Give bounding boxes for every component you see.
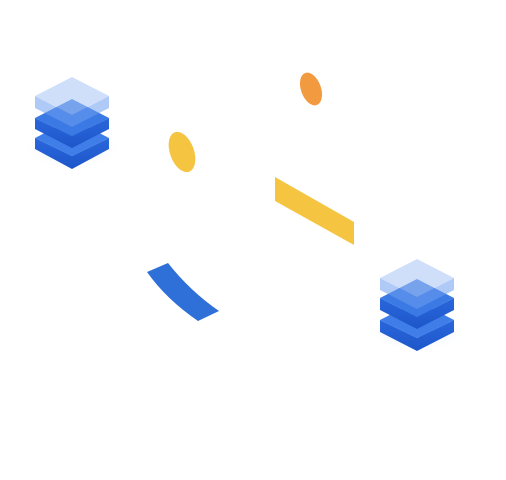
- yellow-confetti-ribbon-icon: [275, 177, 354, 245]
- left-stack-layer-top: [35, 77, 109, 127]
- blue-confetti-ribbon-icon: [147, 263, 219, 321]
- left-layer-stack-icon: [22, 77, 122, 169]
- right-layer-stack-icon: [367, 259, 467, 351]
- orange-confetti-ellipse-icon: [299, 72, 323, 106]
- right-stack-layer-top: [380, 259, 454, 309]
- yellow-confetti-ellipse-icon: [168, 131, 196, 173]
